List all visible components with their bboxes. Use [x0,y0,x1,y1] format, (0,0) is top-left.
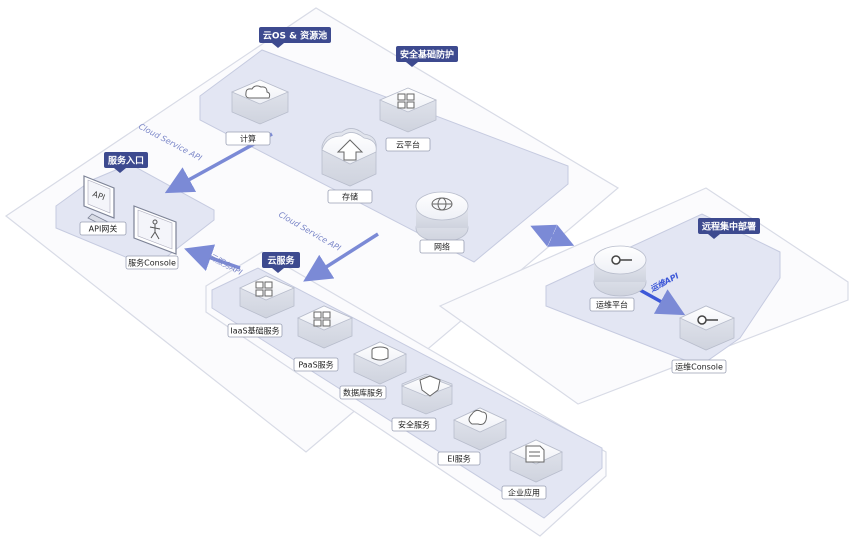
tag-security: 安全基础防护 [396,46,458,67]
tag-cloud-service: 云服务 [262,252,300,273]
node-database: 数据库服务 [339,341,407,400]
tag-entry: 服务入口 [104,152,148,173]
node-service-console: 服务Console [125,205,179,270]
node-compute-label: 计算 [240,134,256,144]
node-security-service-label: 安全服务 [398,420,430,430]
upload-arrow-icon [336,139,364,161]
node-paas-label: PaaS服务 [298,360,333,370]
tag-security-text: 安全基础防护 [400,49,454,61]
database-icon [371,346,389,361]
node-compute: 计算 [225,79,290,146]
tag-cloud-service-text: 云服务 [267,255,295,267]
document-icon [525,445,545,463]
arrow-cloud-service-api-to-cloud-service [303,232,379,282]
node-ops-console-label: 运维Console [675,362,723,372]
node-api-gateway: API API网关 [79,175,127,236]
node-network: 网络 [415,191,469,254]
brain-icon [468,409,487,425]
node-network-label: 网络 [434,242,450,252]
tag-cloud-os: 云OS & 资源池 [259,27,331,48]
cloud-icon [245,85,271,99]
key-icon [611,255,632,265]
node-iaas-label: IaaS基础服务 [230,326,279,336]
node-service-console-label: 服务Console [128,258,176,268]
node-ops-platform: 运维平台 [589,245,647,312]
node-enterprise-app-label: 企业应用 [508,488,540,498]
api-screen-text: API [91,189,106,202]
key-icon [697,315,718,325]
tag-remote-text: 远程集中部署 [702,221,756,233]
node-database-label: 数据库服务 [343,388,383,398]
main-zone-outline [4,7,620,453]
node-cloud-platform: 云平台 [378,87,438,152]
node-cloud-platform-label: 云平台 [396,140,420,150]
grid-blocks-icon [313,311,331,327]
node-storage: 存储 [321,128,377,204]
arrow-bidirectional-link [530,224,575,247]
node-ei-label: EI服务 [447,454,470,464]
node-ops-platform-label: 运维平台 [596,300,628,310]
shield-icon [419,375,441,397]
tag-entry-text: 服务入口 [108,155,144,167]
node-enterprise-app: 企业应用 [501,439,563,500]
tag-cloud-os-text: 云OS & 资源池 [263,30,327,42]
arrow-ops-api [639,288,686,316]
arrow-cloud-service-to-entry [184,244,241,271]
cloud-os-platform [199,49,569,263]
grid-blocks-icon [255,281,273,297]
node-security-service: 安全服务 [391,373,454,432]
node-iaas: IaaS基础服务 [227,275,296,338]
node-ei: EI服务 [437,407,507,466]
node-paas: PaaS服务 [293,305,354,372]
node-api-gateway-label: API网关 [89,224,118,234]
globe-icon [431,197,453,211]
person-icon [149,219,161,240]
tag-remote: 远程集中部署 [698,218,760,239]
node-ops-console: 运维Console [671,305,736,374]
node-storage-label: 存储 [342,192,358,202]
grid-blocks-icon [397,93,415,109]
